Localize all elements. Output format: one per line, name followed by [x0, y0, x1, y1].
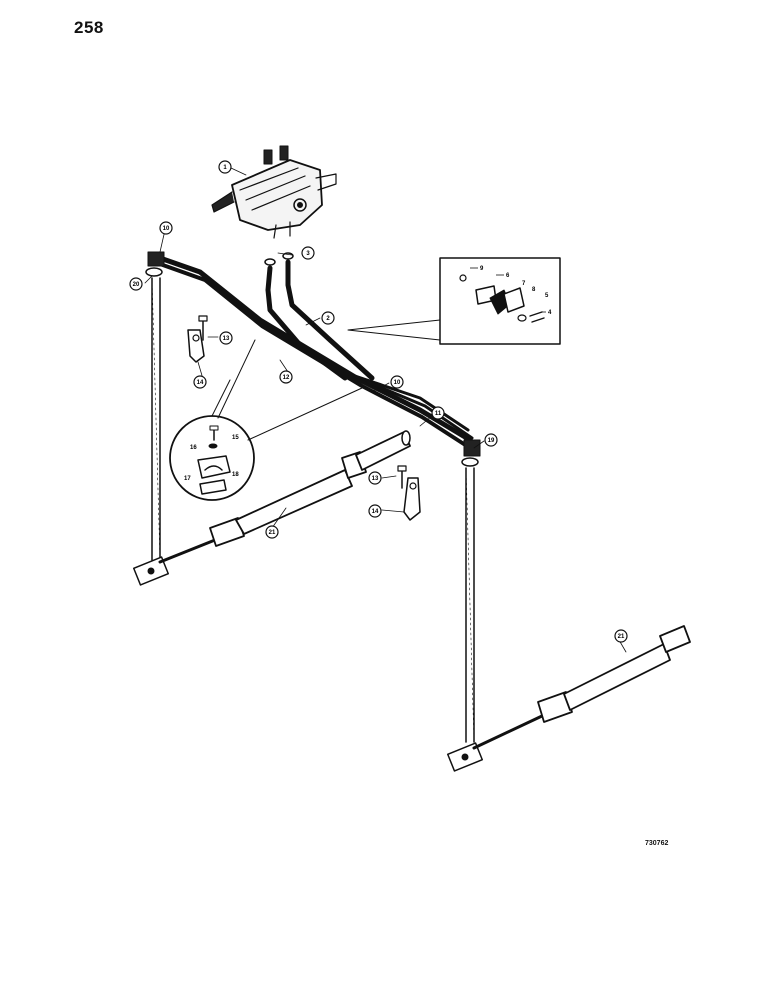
drawing-code: 730762	[645, 840, 669, 847]
control-valve	[211, 145, 337, 239]
page-number: 258	[74, 18, 104, 37]
callout-1: 1	[218, 160, 232, 174]
left-fitting	[145, 251, 165, 277]
callout-12: 12	[279, 370, 293, 384]
callout-19: 19	[484, 433, 498, 447]
callout-13b: 13	[368, 471, 382, 485]
label-5: 5	[545, 293, 549, 299]
svg-text:14: 14	[197, 380, 204, 386]
svg-text:14: 14	[372, 509, 379, 515]
bracket-right	[397, 465, 421, 521]
callout-3: 3	[301, 246, 315, 260]
bracket-left	[187, 315, 208, 363]
svg-text:2: 2	[326, 316, 330, 322]
label-4: 4	[548, 310, 552, 316]
svg-text:11: 11	[435, 411, 442, 417]
callout-20: 20	[129, 277, 143, 291]
label-7: 7	[522, 281, 526, 287]
svg-text:12: 12	[283, 375, 290, 381]
left-vertical-rod	[151, 277, 161, 561]
callout-10a: 10	[159, 221, 173, 235]
callout-13a: 13	[219, 331, 233, 345]
callout-10b: 10	[390, 375, 404, 389]
leader-lines	[144, 167, 627, 653]
svg-text:21: 21	[618, 634, 625, 640]
callouts: 1 2 3 10 20 10 11 19 12 13 14 13 14 21 2…	[129, 160, 628, 643]
svg-text:3: 3	[306, 251, 310, 257]
svg-text:1: 1	[223, 165, 227, 171]
callout-14b: 14	[368, 504, 382, 518]
label-18: 18	[232, 472, 239, 478]
callout-21b: 21	[614, 629, 628, 643]
label-9: 9	[480, 266, 484, 272]
left-cylinder	[132, 430, 411, 586]
svg-text:19: 19	[488, 438, 495, 444]
svg-text:10: 10	[163, 226, 170, 232]
svg-text:10: 10	[394, 380, 401, 386]
fitting-detail-box	[347, 257, 561, 345]
svg-text:20: 20	[133, 282, 140, 288]
callout-21a: 21	[265, 525, 279, 539]
label-8: 8	[532, 287, 536, 293]
right-fitting	[461, 439, 481, 467]
callout-2: 2	[321, 311, 335, 325]
callout-14a: 14	[193, 375, 207, 389]
clamp-detail-circle	[169, 339, 363, 501]
right-cylinder	[446, 625, 691, 772]
callout-11: 11	[431, 406, 445, 420]
right-vertical-rod	[465, 467, 475, 743]
long-hose-bundle	[157, 255, 474, 450]
label-16: 16	[190, 445, 197, 451]
svg-text:13: 13	[223, 336, 230, 342]
svg-text:21: 21	[269, 530, 276, 536]
label-15: 15	[232, 435, 239, 441]
label-6: 6	[506, 273, 510, 279]
svg-text:13: 13	[372, 476, 379, 482]
label-17: 17	[184, 476, 191, 482]
